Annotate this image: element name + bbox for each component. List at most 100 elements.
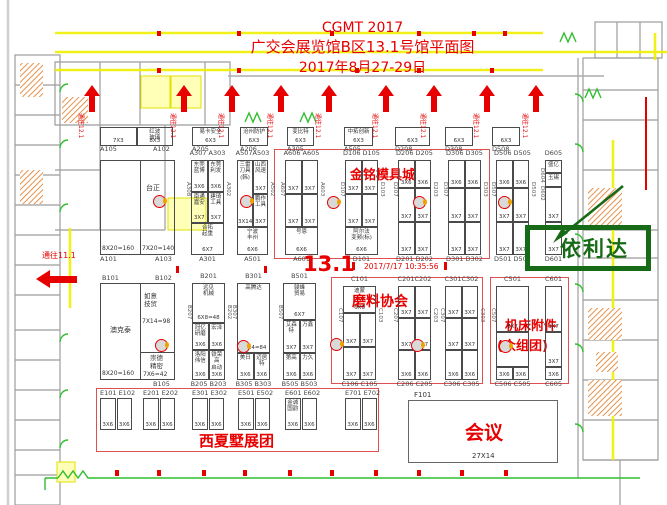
- pillar-notch-icon: [340, 341, 344, 347]
- column-header-C5: C501: [504, 275, 521, 283]
- column-D2-r0c1-size: 3X6: [417, 180, 429, 186]
- column-D3-r0c0: 3X6: [448, 160, 465, 188]
- column-footer-C5: C506 C505: [494, 380, 531, 388]
- column-D2-r1c0: 3X7: [398, 188, 415, 222]
- column-B5-r2c1-name: 力久: [302, 355, 314, 361]
- column-C2-r2c0-size: 3X6: [400, 372, 412, 378]
- booth-pair-code: E701 E702: [345, 389, 381, 397]
- booth-D508-cell0-size: 6X3: [500, 138, 512, 144]
- wall-marker-icon: [202, 470, 206, 476]
- column-C2-r1c0-size: 3X7: [400, 342, 412, 348]
- column-header-A6: A606 A605: [283, 149, 320, 157]
- column-C2-r0c0-size: 3X7: [400, 310, 412, 316]
- column-footer-D6: D601: [544, 255, 563, 263]
- column-footer-B2: B205 B203: [190, 380, 227, 388]
- column-D3-r2c1-size: 3X7: [467, 247, 479, 253]
- column-vlabel: C207: [392, 308, 398, 323]
- column-header-D2: D206 D205: [396, 149, 433, 157]
- column-header-D1: D106 D105: [343, 149, 380, 157]
- column-B5-r2c0-size: 3X6: [285, 372, 297, 378]
- column-header-D5: D506 D505: [494, 149, 531, 157]
- column-B2-r0c0-name: 远见机械: [202, 285, 214, 298]
- column-C3-r0c0-size: 3X7: [447, 310, 459, 316]
- column-D1-r0c0-size: 3X7: [347, 186, 359, 192]
- booth-D308-cell0-size: 6X3: [453, 138, 465, 144]
- zone-label-jichuang: 机床附件: [505, 319, 558, 334]
- column-A6-r1c1-size: 3X7: [304, 219, 316, 225]
- column-vlabel: C307: [439, 308, 445, 323]
- column-A6-r2c0-name: 号恩: [295, 229, 307, 235]
- column-A5-cell3-name: 宁波丰州: [246, 229, 258, 242]
- column-D6-r2c0-size: 3X7: [548, 214, 559, 220]
- column-A5-cell1-size: 3X7: [255, 186, 266, 192]
- column-D2-r1c1-size: 3X7: [417, 214, 429, 220]
- booth-A105-cell1-size: 8X3: [149, 138, 161, 144]
- column-D3-r0c1-size: 3X6: [467, 180, 479, 186]
- booth-code: A105: [100, 145, 117, 153]
- column-D3-r1c0: 3X7: [448, 188, 465, 222]
- wall-marker-icon: [288, 470, 292, 476]
- wall-marker-icon: [237, 31, 241, 36]
- left-direction-arrow-icon: [36, 270, 77, 288]
- booth-B102-company: 如意技贸: [144, 292, 157, 308]
- column-B5-r0c0-size: 6X7: [294, 312, 305, 318]
- column-A6-r0c0-size: 3X7: [287, 186, 299, 192]
- column-A5-cell3: 宁波丰州 6X6: [237, 227, 268, 255]
- column-D2-r2c0: 3X7: [398, 222, 415, 255]
- booth-E302: 3X6: [208, 398, 224, 430]
- column-C2-r0c0: 3X7: [398, 286, 415, 318]
- column-footer-C2: C206 C205: [396, 380, 433, 388]
- booth-E101-size: 3X6: [102, 422, 114, 428]
- up-direction-arrow-icon: [84, 85, 100, 112]
- column-B2-r2c0-name: 洛阳伟信: [194, 352, 206, 365]
- column-footer-A6: A601: [293, 255, 310, 263]
- column-A6-r0c0: 3X7: [285, 160, 302, 194]
- column-vlabel: C303: [479, 308, 485, 323]
- booth-A206-cell0-size: 6X3: [248, 138, 260, 144]
- column-A3-r0c0-size: 3X6: [193, 184, 205, 190]
- column-B5-r2c1-size: 3X6: [302, 372, 314, 378]
- booth-D208-cell0-size: 6X3: [407, 138, 418, 144]
- booth-code: B105: [153, 380, 170, 388]
- column-vlabel: D303: [482, 182, 488, 197]
- column-C3-r0c1: 3X7: [461, 286, 478, 318]
- column-D1-r0c1: 3X7: [361, 160, 378, 194]
- column-header-B3: B301: [245, 272, 262, 280]
- column-C1-r1c0-size: 3X7: [345, 339, 357, 345]
- title-line-hall: 广交会展览馆B区13.1号馆平面图: [250, 38, 475, 56]
- booth-code: D208: [395, 145, 413, 153]
- column-C5-r0c0-size: 6X7: [507, 324, 518, 330]
- column-A3-r0c0-name: 东莞蓝博: [193, 162, 205, 175]
- column-B3-r0c0-name: 高腾达: [245, 285, 262, 291]
- column-D3-r1c1-size: 3X7: [467, 214, 479, 220]
- pillar-notch-icon: [421, 342, 425, 348]
- column-header-C3: C301C302: [444, 275, 479, 283]
- column-C5-r2c0-size: 3X6: [498, 372, 510, 378]
- column-header-B2: B201: [200, 272, 217, 280]
- booth-E102-size: 3X6: [118, 422, 130, 428]
- column-vlabel: C103: [377, 308, 383, 323]
- booth-E201: 3X6: [143, 398, 159, 430]
- column-D5-r0c1-size: 3X6: [515, 180, 527, 186]
- pillar-notch-icon: [423, 199, 427, 205]
- pillar-notch-icon: [250, 198, 254, 204]
- column-A6-r0c1: 3X7: [301, 160, 318, 194]
- booth-pair-code: E101 E102: [100, 389, 136, 397]
- column-C3-r1c1-size: 3X7: [464, 342, 476, 348]
- column-D1-r1c0-size: 3X7: [347, 219, 359, 225]
- wall-marker-icon: [243, 470, 247, 476]
- column-C3-r0c1-size: 3X7: [464, 310, 476, 316]
- column-A5-cell3-size: 6X6: [247, 247, 258, 253]
- column-vlabel: C507: [490, 308, 496, 323]
- column-D6-r0c0-name: 盛亿: [547, 162, 559, 168]
- column-C5-r2c0: 3X6: [496, 367, 513, 380]
- zone-jichuang: [490, 277, 569, 384]
